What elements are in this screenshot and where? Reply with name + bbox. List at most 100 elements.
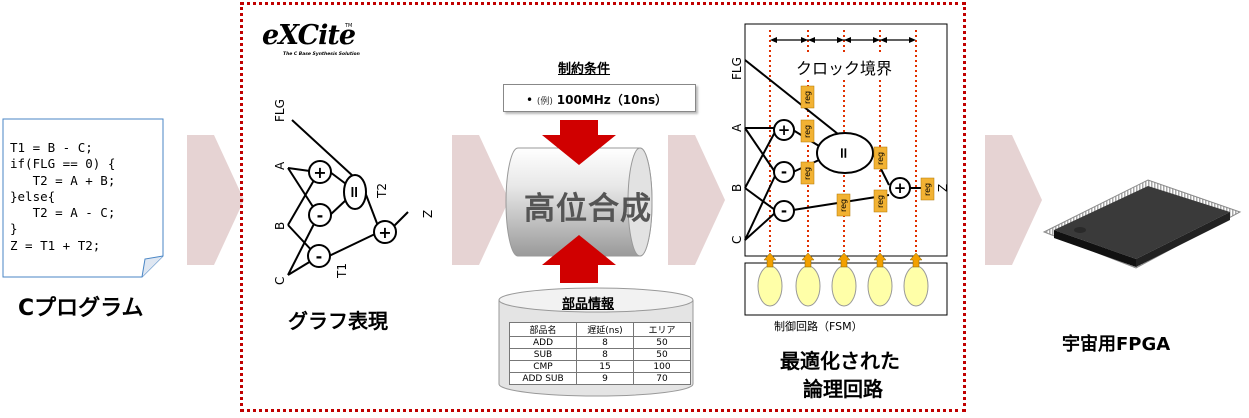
reg-label: reg [839,199,848,212]
reg-box [800,85,815,109]
parts-cell: SUB [509,348,577,361]
constraint-red-arrow [542,120,616,165]
c-program-note: T1 = B - C; if(FLG == 0) { T2 = A + B; }… [2,118,164,278]
parts-table-header: 部品名 遅延(ns) エリア [509,322,691,337]
graph-op-sub-1: - [317,206,324,225]
graph-label-t1: T1 [335,263,349,279]
circuit-input-c: C [730,236,744,244]
parts-header-delay: 遅延(ns) [576,322,634,337]
parts-cell: 100 [633,360,691,373]
parts-header-area: エリア [633,322,691,337]
graph-input-flg: FLG [273,99,287,122]
table-row: ADD 8 50 [509,336,691,349]
register-group [800,85,935,217]
fsm-up-arrow [801,252,815,268]
constraint-value: 100MHz（10ns） [556,93,668,107]
reg-label: reg [803,125,812,138]
fsm-state [831,265,857,307]
circuit-op-mux: = [835,147,853,160]
flow-arrow-2 [452,135,509,265]
reg-label: reg [803,167,812,180]
c-source-code: T1 = B - C; if(FLG == 0) { T2 = A + B; }… [10,140,116,253]
circuit-op-add: + [778,121,791,139]
fsm-up-arrow [763,252,777,268]
circuit-mux-node [816,132,874,174]
fsm-up-arrow [837,252,851,268]
graph-label-z: Z [421,210,435,218]
reg-box [800,161,815,185]
parts-cell: 8 [576,348,634,361]
fpga-chip-icon [1042,179,1242,269]
excite-tm: TM [345,23,353,29]
circuit-add-node [773,119,795,141]
circuit-sub-node-2 [773,200,795,222]
fpga-body-top [1054,186,1230,259]
fsm-state [867,265,893,307]
parts-table: 部品名 遅延(ns) エリア ADD 8 50 SUB 8 50 CMP 15 … [509,322,691,385]
excite-logo: eXCite [262,20,356,51]
graph-diagram: + - - + = FLG A B C T2 T1 Z [273,99,435,285]
synthesis-label: 高位合成 [524,191,652,227]
graph-final-add-node [373,220,397,244]
fpga-caption: 宇宙用FPGA [1062,334,1171,355]
reg-box [873,189,888,213]
fsm-up-arrow [909,252,923,268]
constraint-example: (例) [536,97,553,107]
circuit-op-sub-2: - [781,202,787,220]
circuit-op-sub-1: - [781,163,787,181]
reg-box [836,193,851,217]
circuit-final-add-node [889,177,911,199]
parts-red-arrow [542,235,616,283]
c-program-caption: Cプログラム [18,296,144,321]
fsm-state [757,265,783,307]
graph-sub-node-2 [307,244,331,268]
synthesis-cylinder-end [627,147,653,257]
parts-cell: ADD SUB [509,372,577,385]
circuit-caption-line1: 最適化された [780,349,900,373]
graph-op-final-add: + [378,223,391,242]
excite-region [240,2,966,412]
parts-cell: ADD [509,336,577,349]
parts-cell: 15 [576,360,634,373]
constraint-box: • (例) 100MHz（10ns） [503,84,696,112]
flow-arrow-3 [668,135,725,265]
circuit-sub-node-1 [773,161,795,183]
parts-cell: CMP [509,360,577,373]
constraint-bullet: • [526,93,534,107]
note-shape [2,118,164,278]
graph-op-mux: = [345,185,364,198]
reg-label: reg [803,91,812,104]
parts-header-name: 部品名 [509,322,577,337]
circuit-input-flg: FLG [730,57,744,80]
table-row: ADD SUB 9 70 [509,372,691,385]
flow-arrow-4 [985,135,1042,265]
flow-arrow-1 [187,135,244,265]
circuit-output-z: Z [936,184,950,192]
circuit-caption-line2: 論理回路 [803,377,883,401]
circuit-input-a: A [730,123,744,132]
clock-boundary-label: クロック境界 [794,55,895,79]
reg-label: reg [876,195,885,208]
fsm-up-arrow [873,252,887,268]
graph-label-t2: T2 [375,183,389,199]
parts-title: 部品情報 [562,297,615,312]
synthesis-graphic [505,120,653,283]
circuit-op-final-add: + [894,179,907,197]
fsm-label: 制御回路（FSM） [774,320,863,333]
reg-box [800,119,815,143]
constraint-title: 制約条件 [558,62,611,77]
fsm-state [903,265,929,307]
excite-logo-text: eXCite [262,20,356,51]
reg-label: reg [923,183,932,196]
reg-label: reg [876,152,885,165]
parts-cell: 50 [633,348,691,361]
table-row: SUB 8 50 [509,348,691,361]
graph-op-add: + [313,163,326,182]
excite-subtitle: The C Base Synthesis Solution [283,52,360,57]
graph-input-b: B [273,222,287,230]
fsm-state [795,265,821,307]
graph-add-node [308,160,332,184]
fpga-pin1-marker [1074,227,1086,233]
graph-mux-node [343,174,367,210]
